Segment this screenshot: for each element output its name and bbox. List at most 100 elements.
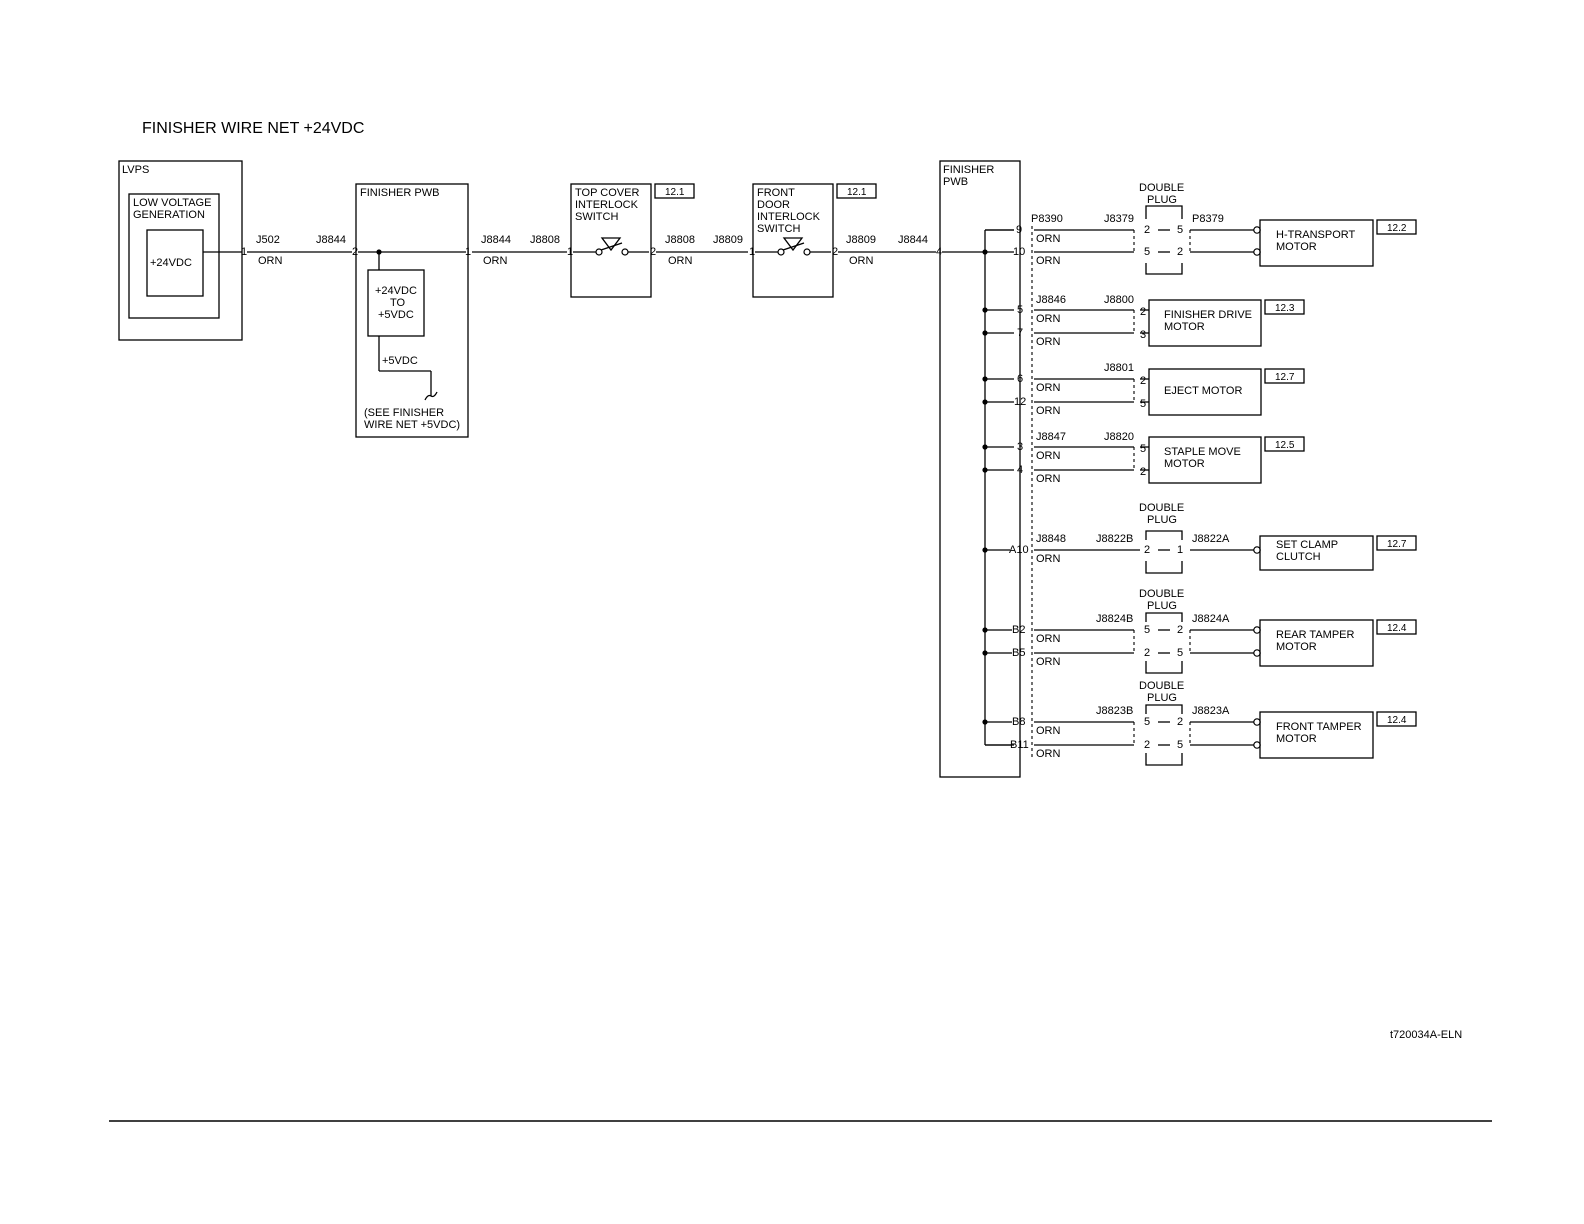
conn-j8822a: J8822A xyxy=(1192,533,1230,545)
pwb2-pin-in: 4 xyxy=(936,246,942,258)
dp4-left-pin: 2 xyxy=(1144,739,1150,751)
htrans-label1: H-TRANSPORT xyxy=(1276,229,1356,241)
conn-j8824a: J8824A xyxy=(1192,613,1230,625)
lvps-24vdc-source xyxy=(146,229,204,297)
frontdoor-line1: FRONT xyxy=(757,187,795,199)
dp2-left-pin: 2 xyxy=(1144,544,1150,556)
conn-j8846: J8846 xyxy=(1036,294,1066,306)
eject-ref-tag xyxy=(1264,368,1305,384)
rear-label2: MOTOR xyxy=(1276,641,1317,653)
pwb2-line2: PWB xyxy=(943,176,968,188)
topcover-line2: INTERLOCK xyxy=(575,199,639,211)
lvps-gen-line1: LOW VOLTAGE xyxy=(133,197,211,209)
dp1-right-pin: 2 xyxy=(1177,246,1183,258)
lvps-gen-line2: GENERATION xyxy=(133,209,205,221)
double-plug-4 xyxy=(1145,704,1183,714)
wire-color-label: ORN xyxy=(1036,633,1061,645)
set-clamp-clutch xyxy=(1259,535,1374,571)
frontdoor-line2: DOOR xyxy=(757,199,790,211)
frontdoor-ref: 12.1 xyxy=(847,187,867,198)
staple-ref-tag xyxy=(1264,436,1305,452)
eject-motor-pin: 5 xyxy=(1140,398,1146,410)
converter-line3: +5VDC xyxy=(378,309,414,321)
wire-color-label: ORN xyxy=(1036,336,1061,348)
eject-label: EJECT MOTOR xyxy=(1164,385,1242,397)
conn-j8808-in: J8808 xyxy=(530,234,560,246)
wire-color-label: ORN xyxy=(1036,313,1061,325)
dp1-line1: DOUBLE xyxy=(1139,182,1184,194)
conn-j8844-pwb2: J8844 xyxy=(898,234,928,246)
dp4-right-pin: 2 xyxy=(1177,716,1183,728)
conn-j8379: J8379 xyxy=(1104,213,1134,225)
wire-color-label: ORN xyxy=(668,255,693,267)
dp3-line1: DOUBLE xyxy=(1139,588,1184,600)
lvps-output-label: +24VDC xyxy=(150,257,192,269)
fdrive-pin: 7 xyxy=(1017,327,1023,339)
wire-color-label: ORN xyxy=(1036,473,1061,485)
dp1-left-pin: 5 xyxy=(1144,246,1150,258)
switch-actuator-icon xyxy=(600,237,622,252)
dc-converter-box xyxy=(367,269,425,337)
h-transport-motor xyxy=(1259,219,1374,267)
frontdoor-ref-tag xyxy=(836,183,877,199)
conn-p8390: P8390 xyxy=(1031,213,1063,225)
topcover-pin-in: 1 xyxy=(567,246,573,258)
staple-move-motor xyxy=(1148,436,1262,484)
conn-j8801: J8801 xyxy=(1104,362,1134,374)
finisher-drive-motor xyxy=(1148,299,1262,347)
wire-color-label: ORN xyxy=(1036,233,1061,245)
dp1-left-pin: 2 xyxy=(1144,224,1150,236)
fdrive-motor-pin: 2 xyxy=(1140,306,1146,318)
finisher-pwb-2-box xyxy=(939,160,1021,778)
eject-motor-pin: 2 xyxy=(1140,375,1146,387)
wire-color-label: ORN xyxy=(1036,553,1061,565)
front-tamper-motor xyxy=(1259,711,1374,759)
conn-j8800: J8800 xyxy=(1104,294,1134,306)
front-label2: MOTOR xyxy=(1276,733,1317,745)
wire-color-label: ORN xyxy=(1036,450,1061,462)
htrans-label2: MOTOR xyxy=(1276,241,1317,253)
clamp-ref-tag xyxy=(1376,535,1417,551)
staple-pin: 3 xyxy=(1017,441,1023,453)
front-label1: FRONT TAMPER xyxy=(1276,721,1362,733)
staple-motor-pin: 2 xyxy=(1140,466,1146,478)
wire-color-label: ORN xyxy=(1036,725,1061,737)
frontdoor-pin-out: 2 xyxy=(832,246,838,258)
pwb1-pin-out: 1 xyxy=(465,246,471,258)
fdrive-ref: 12.3 xyxy=(1275,303,1295,314)
continuation-icon xyxy=(424,391,438,401)
staple-motor-pin: 5 xyxy=(1140,443,1146,455)
dp3-right-pin: 2 xyxy=(1177,624,1183,636)
eject-ref: 12.7 xyxy=(1275,372,1295,383)
wire-color-label: ORN xyxy=(1036,405,1061,417)
double-plug-2 xyxy=(1145,530,1183,540)
clamp-pin: A10 xyxy=(1009,544,1029,556)
conn-j8808-out: J8808 xyxy=(665,234,695,246)
staple-pin: 4 xyxy=(1017,464,1023,476)
double-plug-1 xyxy=(1145,205,1183,219)
staple-label1: STAPLE MOVE xyxy=(1164,446,1241,458)
dp3-left-pin: 5 xyxy=(1144,624,1150,636)
htrans-pin-10: 10 xyxy=(1013,246,1025,258)
fdrive-label2: MOTOR xyxy=(1164,321,1205,333)
conn-j8824b: J8824B xyxy=(1096,613,1133,625)
pwb1-pin-in: 2 xyxy=(352,246,358,258)
clamp-label2: CLUTCH xyxy=(1276,551,1321,563)
htrans-ref-tag xyxy=(1376,219,1417,235)
conn-j8823a: J8823A xyxy=(1192,705,1230,717)
conn-j8844-in: J8844 xyxy=(316,234,346,246)
dp1-right-pin: 5 xyxy=(1177,224,1183,236)
front-ref-tag xyxy=(1376,711,1417,727)
dp4-line1: DOUBLE xyxy=(1139,680,1184,692)
wire-color-label: ORN xyxy=(849,255,874,267)
lvps-pin: 1 xyxy=(241,246,247,258)
wire-color-label: ORN xyxy=(1036,656,1061,668)
switch-actuator-icon xyxy=(782,237,804,252)
rear-ref: 12.4 xyxy=(1387,623,1407,634)
frontdoor-line4: SWITCH xyxy=(757,223,800,235)
dp4-right-pin: 5 xyxy=(1177,739,1183,751)
rear-pin: B5 xyxy=(1012,647,1025,659)
eject-pin: 12 xyxy=(1014,396,1026,408)
clamp-ref: 12.7 xyxy=(1387,539,1407,550)
